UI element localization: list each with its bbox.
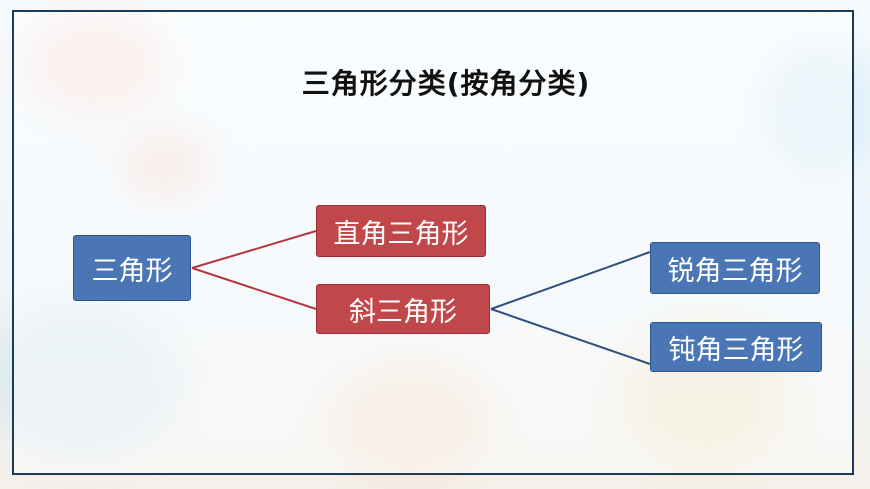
connector-oblique-acute: [490, 251, 651, 310]
slide-title: 三角形分类(按角分类): [301, 67, 591, 100]
node-label: 斜三角形: [349, 296, 457, 328]
node-oblique-triangle: 斜三角形: [316, 284, 490, 334]
node-acute-triangle: 锐角三角形: [650, 242, 820, 294]
connector-oblique-obtuse: [490, 308, 651, 365]
decor-blob: [0, 300, 180, 460]
decor-blob: [20, 10, 170, 120]
decor-blob: [120, 130, 210, 200]
node-label: 直角三角形: [333, 218, 469, 250]
node-label: 钝角三角形: [668, 334, 804, 366]
connector-root-oblique: [191, 267, 317, 310]
node-right-triangle: 直角三角形: [316, 205, 486, 257]
node-obtuse-triangle: 钝角三角形: [650, 322, 822, 372]
decor-blob: [760, 40, 870, 180]
node-label: 三角形: [91, 255, 173, 287]
node-label: 锐角三角形: [667, 255, 803, 287]
connector-root-right: [191, 230, 317, 269]
node-triangle: 三角形: [73, 235, 191, 301]
decor-blob: [330, 360, 490, 480]
